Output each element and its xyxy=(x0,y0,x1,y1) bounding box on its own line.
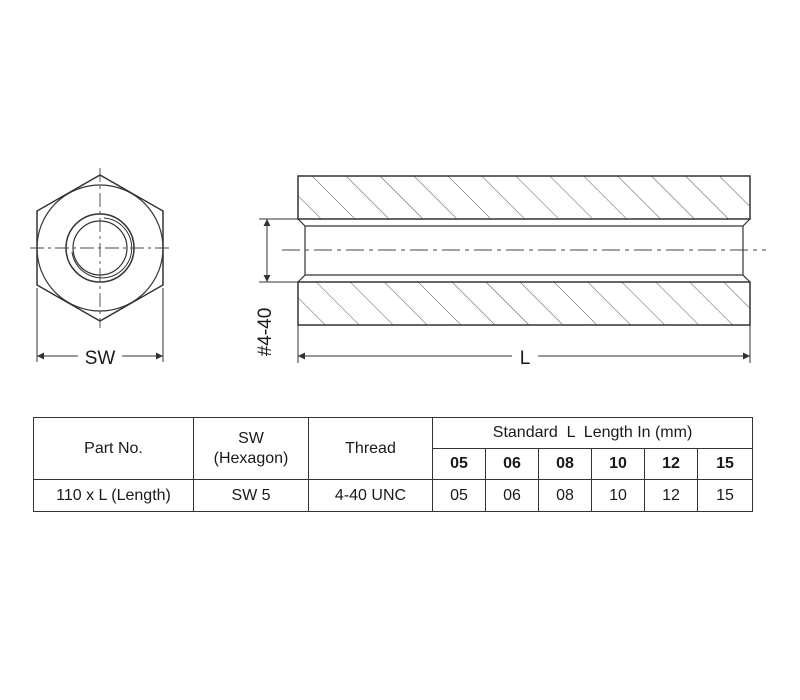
table-row: 110 x L (Length) SW 5 4-40 UNC 05 06 08 … xyxy=(33,479,754,512)
sw-dimension-label: SW xyxy=(85,348,116,369)
cell-thread: 4-40 UNC xyxy=(308,479,433,512)
header-sw-line1: SW xyxy=(238,429,264,447)
cell-length: 12 xyxy=(644,479,698,512)
length-column-header: 06 xyxy=(485,448,539,480)
header-standard-length: Standard L Length In (mm) xyxy=(431,417,754,449)
cell-length: 15 xyxy=(696,479,754,512)
length-column-header: 12 xyxy=(644,448,698,480)
header-row-1: Part No. SW (Hexagon) Thread Standard L … xyxy=(33,417,754,480)
bottom-wall-section xyxy=(297,281,751,326)
cell-length: 10 xyxy=(591,479,645,512)
side-view: #4-40 L xyxy=(255,175,766,369)
header-thread: Thread xyxy=(308,417,433,480)
length-dimension-label: L xyxy=(520,348,531,369)
header-part-no: Part No. xyxy=(33,417,194,480)
header-sw: SW (Hexagon) xyxy=(193,417,309,480)
front-view: SW xyxy=(30,168,170,369)
cell-length: 06 xyxy=(485,479,539,512)
specification-table: Part No. SW (Hexagon) Thread Standard L … xyxy=(33,417,754,512)
length-column-header: 15 xyxy=(696,448,754,480)
length-column-header: 05 xyxy=(432,448,486,480)
cell-part-no: 110 x L (Length) xyxy=(33,479,194,512)
cell-sw: SW 5 xyxy=(193,479,309,512)
header-sw-line2: (Hexagon) xyxy=(213,449,289,467)
technical-drawing: SW #4-40 L xyxy=(30,168,766,369)
thread-root-arc xyxy=(71,217,133,279)
bore-right-chamfer xyxy=(742,218,751,283)
length-column-header: 08 xyxy=(538,448,592,480)
length-column-header: 10 xyxy=(591,448,645,480)
bore-left-chamfer xyxy=(297,218,306,283)
cell-length: 05 xyxy=(432,479,486,512)
top-wall-section xyxy=(297,175,751,220)
cell-length: 08 xyxy=(538,479,592,512)
thread-dimension-label: #4-40 xyxy=(255,308,276,357)
